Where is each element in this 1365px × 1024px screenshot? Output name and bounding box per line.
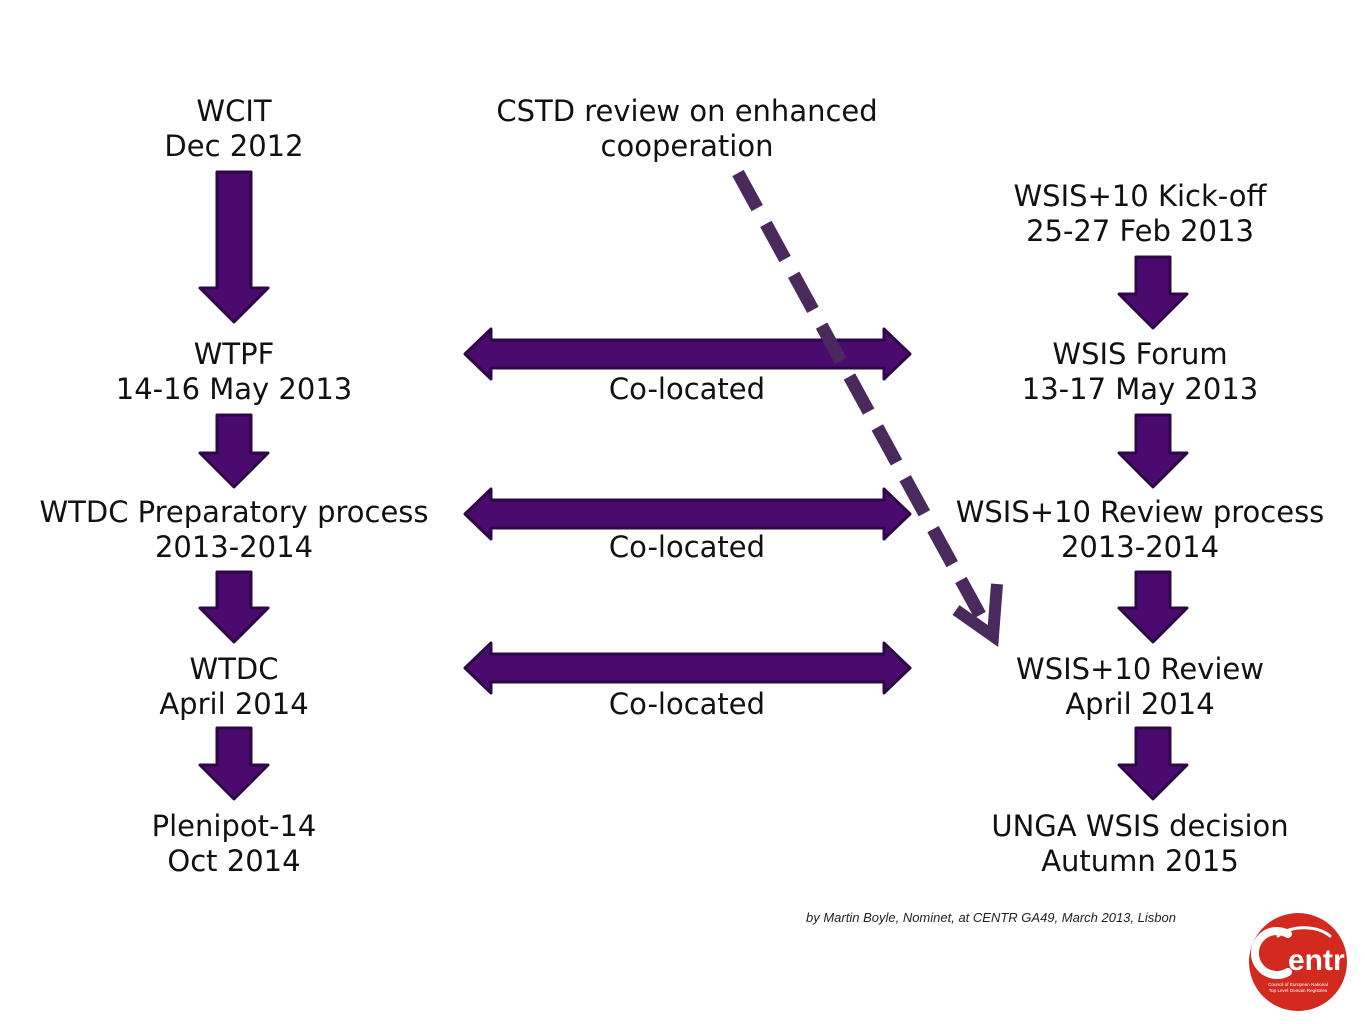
node-title: WSIS Forum	[1052, 337, 1228, 371]
svg-text:entr: entr	[1288, 944, 1345, 977]
node-date: 2013-2014	[1060, 530, 1220, 564]
node-title: WSIS+10 Kick-off	[1013, 179, 1267, 213]
node-wtdc: WTDC April 2014	[34, 652, 434, 722]
node-title: WSIS+10 Review process	[955, 495, 1325, 529]
svg-text:Council of European National: Council of European National	[1268, 982, 1328, 987]
down-arrow-left-1	[198, 170, 270, 324]
node-wcit: WCIT Dec 2012	[34, 94, 434, 164]
colocated-label-3: Co-located	[608, 687, 766, 721]
colocated-label-2: Co-located	[608, 530, 766, 564]
node-unga-decision: UNGA WSIS decision Autumn 2015	[940, 809, 1340, 879]
credit-text: by Martin Boyle, Nominet, at CENTR GA49,…	[806, 910, 1176, 925]
node-title: WTDC Preparatory process	[39, 495, 429, 529]
node-date: Oct 2014	[167, 844, 301, 878]
node-title: Plenipot-14	[151, 809, 317, 843]
down-arrow-right-3	[1117, 570, 1189, 644]
node-wsis-review-process: WSIS+10 Review process 2013-2014	[940, 495, 1340, 565]
node-title: UNGA WSIS decision	[991, 809, 1289, 843]
node-cstd-review: CSTD review on enhanced cooperation	[467, 94, 907, 164]
down-arrow-left-4	[198, 726, 270, 801]
node-date: 14-16 May 2013	[115, 372, 353, 406]
double-arrow-1	[463, 327, 912, 381]
dashed-arrow-line	[732, 169, 991, 628]
node-date: 2013-2014	[154, 530, 314, 564]
centr-logo: entr Council of European National Top Le…	[1249, 913, 1347, 1011]
node-date: Autumn 2015	[1041, 844, 1239, 878]
node-wsis-review: WSIS+10 Review April 2014	[940, 652, 1340, 722]
down-arrow-left-2	[198, 413, 270, 489]
node-title: CSTD review on enhanced	[496, 94, 878, 128]
node-title: WTPF	[193, 337, 275, 371]
node-title-cont: cooperation	[600, 129, 774, 163]
node-title: WTDC	[189, 652, 279, 686]
node-plenipot: Plenipot-14 Oct 2014	[34, 809, 434, 879]
dashed-arrow-head	[952, 583, 1003, 647]
node-title: WCIT	[196, 94, 272, 128]
down-arrow-right-2	[1117, 413, 1189, 489]
down-arrow-right-1	[1117, 255, 1189, 330]
node-date: April 2014	[159, 687, 309, 721]
node-wsis-forum: WSIS Forum 13-17 May 2013	[940, 337, 1340, 407]
double-arrow-3	[463, 641, 912, 695]
down-arrow-right-4	[1117, 726, 1189, 801]
double-arrow-2	[463, 487, 912, 541]
svg-text:Top Level Domain Registries: Top Level Domain Registries	[1269, 988, 1328, 993]
node-wsis-kickoff: WSIS+10 Kick-off 25-27 Feb 2013	[940, 179, 1340, 249]
node-title: WSIS+10 Review	[1016, 652, 1264, 686]
node-wtpf: WTPF 14-16 May 2013	[34, 337, 434, 407]
colocated-label-1: Co-located	[608, 372, 766, 406]
down-arrow-left-3	[198, 570, 270, 644]
node-wtdc-preparatory: WTDC Preparatory process 2013-2014	[34, 495, 434, 565]
node-date: 13-17 May 2013	[1021, 372, 1259, 406]
node-date: Dec 2012	[164, 129, 304, 163]
node-date: 25-27 Feb 2013	[1026, 214, 1254, 248]
node-date: April 2014	[1065, 687, 1215, 721]
